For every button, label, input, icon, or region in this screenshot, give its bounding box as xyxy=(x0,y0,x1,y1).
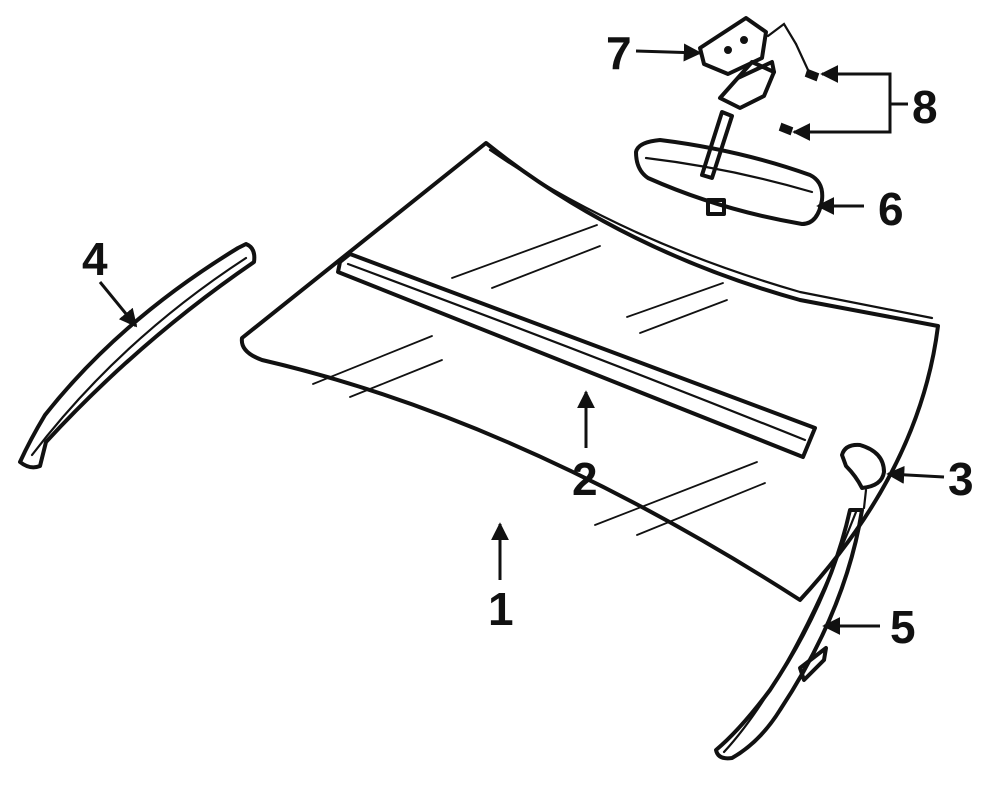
callout-1: 1 xyxy=(488,583,514,635)
rearview-mirror xyxy=(634,60,825,226)
callout-2: 2 xyxy=(572,453,598,505)
callout-8: 8 xyxy=(912,81,938,133)
callout-7: 7 xyxy=(606,27,632,79)
callout-5: 5 xyxy=(890,601,916,653)
leader-lines xyxy=(98,43,945,635)
windshield-glass xyxy=(239,141,940,602)
mounting-bracket xyxy=(698,16,798,76)
upper-molding-strip xyxy=(336,252,817,459)
callout-4: 4 xyxy=(82,233,108,285)
screws xyxy=(778,42,820,136)
left-side-molding xyxy=(18,242,257,470)
callout-3: 3 xyxy=(948,453,974,505)
callout-6: 6 xyxy=(878,183,904,235)
right-side-molding xyxy=(714,508,864,761)
corner-cap xyxy=(840,442,886,510)
